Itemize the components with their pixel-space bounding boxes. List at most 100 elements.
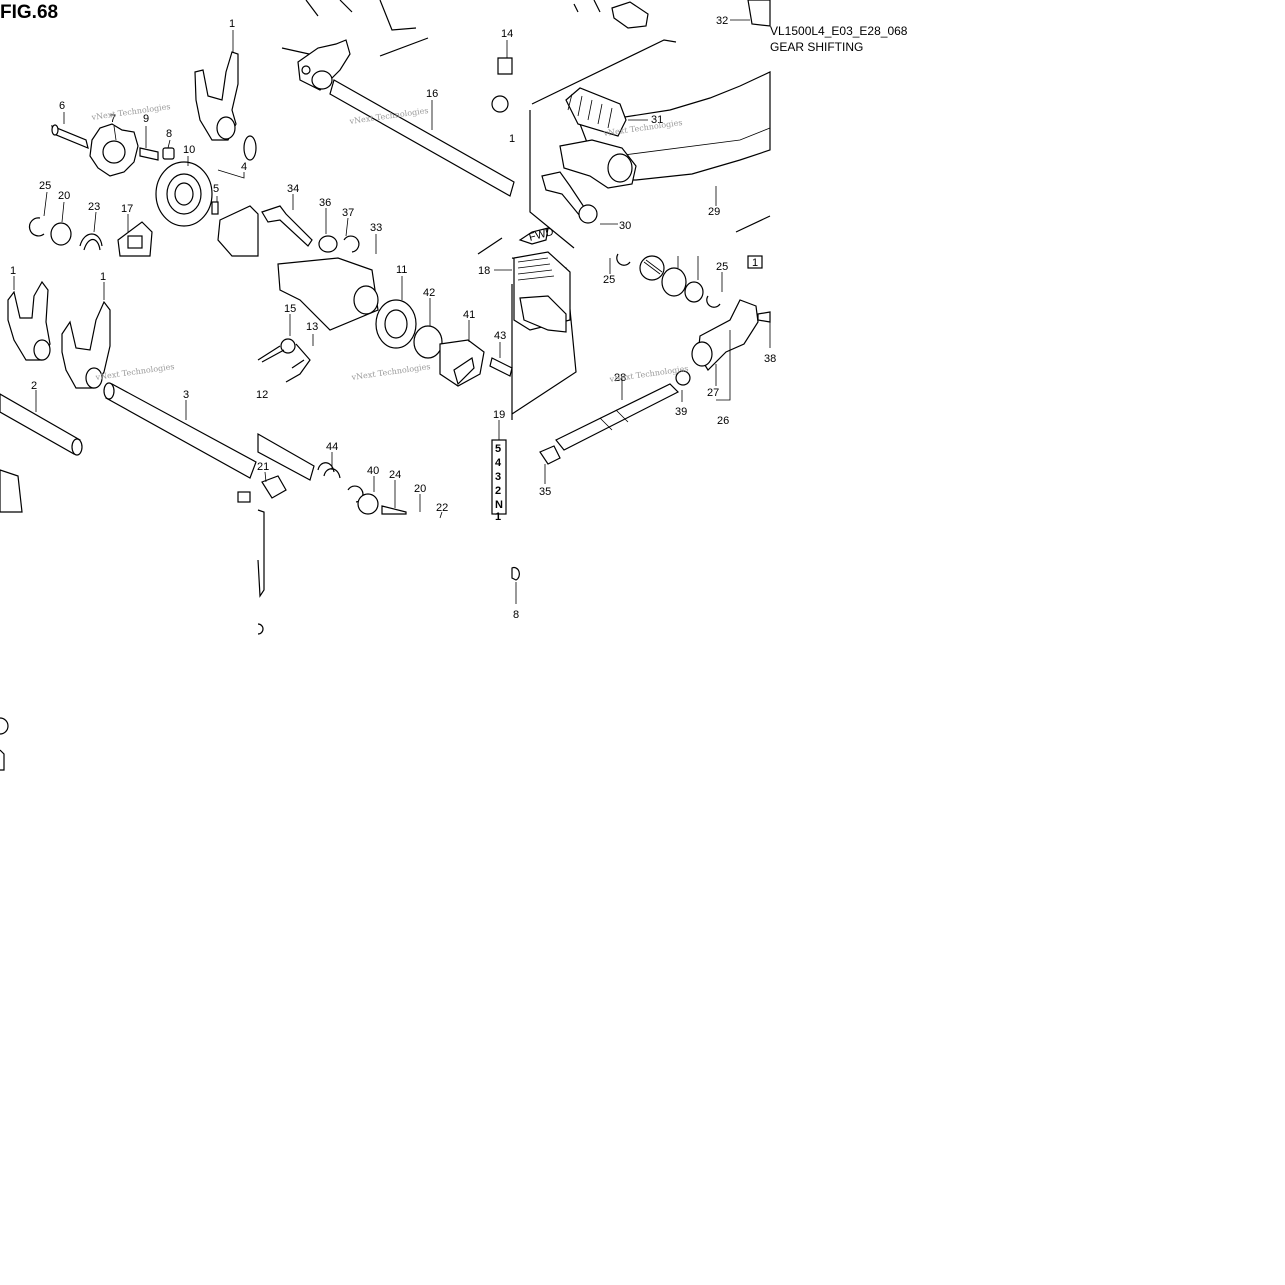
shift-rod-28[interactable] [555, 383, 680, 451]
callout-13: 13 [306, 321, 318, 333]
shift-cam-drum[interactable] [277, 257, 379, 331]
oil-seal[interactable] [491, 95, 509, 113]
bolt-30-head [578, 204, 598, 224]
gear-n: N [495, 499, 503, 511]
callout-4: 4 [241, 161, 247, 173]
panel-shift-linkage: 1 25 25 28 39 27 26 35 38 vNext Technolo… [539, 253, 776, 498]
leader-lines-c [431, 40, 508, 130]
peg-pivot [607, 153, 633, 183]
shaft-2-end [71, 438, 83, 456]
gear-drum-partial[interactable] [0, 469, 23, 513]
rod-joint [599, 409, 629, 431]
bush-14[interactable] [497, 57, 513, 75]
gear-2: 2 [495, 485, 501, 497]
arm-ball-joint [691, 341, 713, 367]
oil-seal-h[interactable] [661, 267, 687, 297]
callout-15: 15 [284, 303, 296, 315]
fork-shaft-2[interactable] [0, 393, 81, 455]
shaft-3-end [103, 382, 115, 400]
collar-22[interactable] [381, 505, 407, 515]
gear-position-sensor-41[interactable] [439, 339, 485, 387]
leader-lines-g [600, 186, 717, 225]
callout-8: 8 [513, 609, 519, 621]
needle-lines [643, 259, 663, 275]
callout-17: 17 [121, 203, 133, 215]
spring-13[interactable] [285, 343, 311, 383]
panel-shift-cam-assembly: 1 6 7 9 8 10 4 5 25 20 23 17 vNext Techn… [28, 18, 259, 257]
callout-11: 11 [396, 264, 407, 276]
panel-shift-pedal: 32 31 30 29 vNext Technologies [529, 0, 771, 249]
rubber-pad-32[interactable] [747, 0, 771, 27]
nut-35[interactable] [539, 445, 561, 465]
callout-5: 5 [213, 183, 219, 195]
callout-20: 40 [367, 465, 379, 477]
callout-33: 33 [370, 222, 382, 234]
leader-lines-f [494, 269, 512, 440]
callout-6: 6 [59, 100, 65, 112]
diagram-name: GEAR SHIFTING [770, 40, 864, 54]
shift-fork-right[interactable] [61, 300, 111, 389]
callout-35: 35 [539, 486, 551, 498]
bolt-34[interactable] [261, 205, 313, 247]
top-collar[interactable] [573, 0, 649, 29]
diagram-code: VL1500L4_E03_E28_068 [770, 24, 908, 38]
callout-28: 28 [614, 372, 626, 384]
callout-30: 30 [619, 220, 631, 232]
snap-ring-25[interactable] [28, 217, 45, 237]
washer-20[interactable] [50, 222, 72, 246]
callout-1: 1 [10, 265, 16, 277]
fork-left-boss [33, 339, 51, 361]
snap-ring-25b[interactable] [706, 295, 721, 308]
bolt-9[interactable] [139, 147, 159, 161]
o-ring-42[interactable] [413, 325, 443, 359]
leader-lines-d [289, 194, 501, 358]
spring-24[interactable] [317, 462, 341, 479]
top-partial-lines [281, 0, 429, 61]
callout-9: 9 [143, 113, 149, 125]
callout-1: 1 [100, 271, 106, 283]
washer-21[interactable] [357, 493, 379, 515]
bolt-43[interactable] [489, 357, 513, 377]
drum-end-face [353, 285, 379, 315]
callout-12: 12 [256, 389, 268, 401]
shift-shaft-16[interactable] [329, 79, 515, 197]
cover-grille [517, 257, 555, 281]
panel-lower-shaft: 44 40 24 20 21 22 [237, 432, 448, 635]
washer-15[interactable] [280, 338, 296, 354]
bolt-38[interactable] [757, 311, 771, 323]
callout-10: 10 [183, 144, 195, 156]
panel-shift-shaft: 16 14 1 vNext Technologies [281, 0, 515, 197]
washer-8[interactable] [162, 147, 175, 160]
splined-shaft[interactable] [257, 432, 315, 481]
pin-5[interactable] [211, 201, 219, 215]
shift-arm-16[interactable] [297, 39, 351, 91]
bolt-18[interactable] [261, 475, 287, 499]
ring-37[interactable] [343, 235, 360, 253]
washer-36[interactable] [318, 235, 338, 253]
callout-20: 20 [58, 190, 70, 202]
callout-23: 23 [88, 201, 100, 213]
rubber-ribs [567, 93, 613, 129]
pedal-bolt-30[interactable] [541, 171, 587, 217]
stopper-12[interactable] [257, 345, 285, 363]
callout-29: 29 [708, 206, 720, 218]
drum-end [243, 135, 257, 161]
washer-h[interactable] [684, 281, 704, 303]
nut-39[interactable] [675, 370, 691, 386]
callout-25: 25 [39, 180, 51, 192]
ref-box [747, 255, 763, 269]
callout-42: 42 [423, 287, 435, 299]
spring-23[interactable] [79, 233, 103, 251]
clip-18[interactable] [237, 491, 251, 503]
callout-18: 21 [257, 461, 269, 473]
callout-41: 41 [463, 309, 475, 321]
shift-pin-end [51, 124, 59, 136]
callout-25: 25 [716, 261, 728, 273]
pedal-frame [529, 39, 771, 249]
leader-lines-a [43, 30, 245, 233]
watermark-a: vNext Technologies [90, 102, 171, 122]
fork-shaft-3[interactable] [105, 383, 257, 479]
shift-cam-drum-partial[interactable] [217, 205, 259, 257]
clip-8[interactable] [511, 566, 520, 581]
